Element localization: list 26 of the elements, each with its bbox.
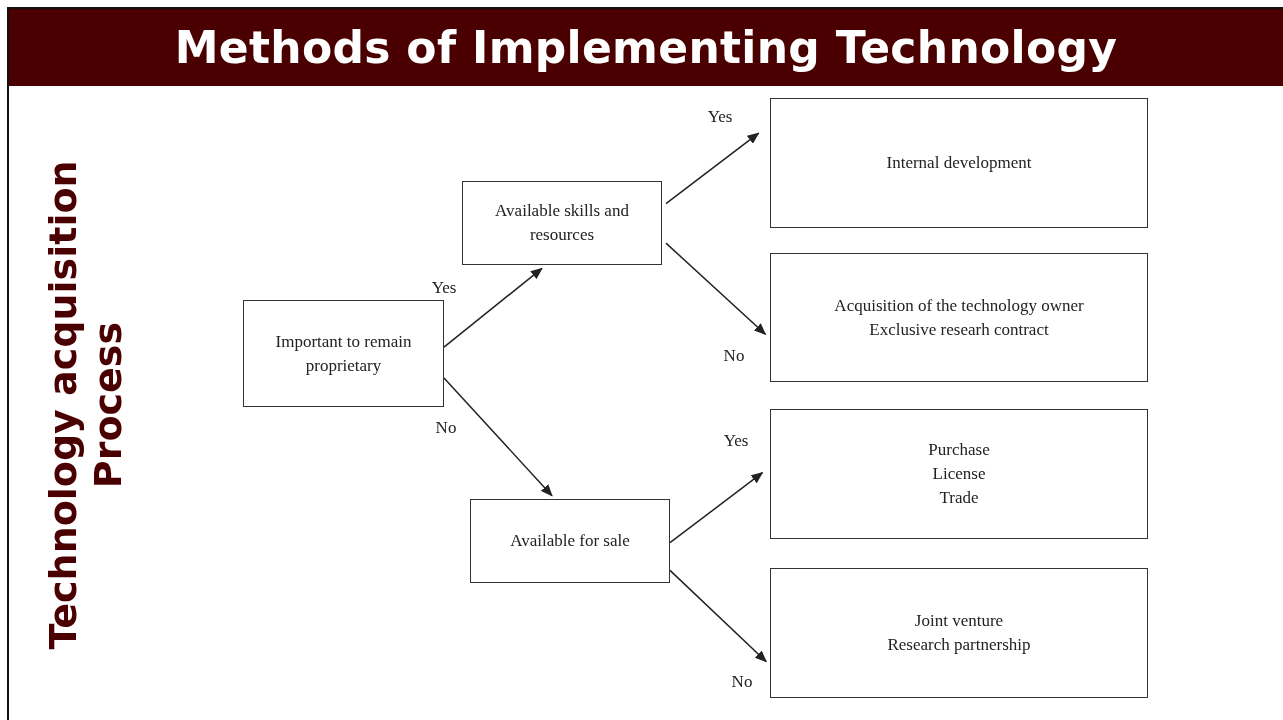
arrow <box>443 267 543 348</box>
arrow <box>669 569 767 663</box>
box-text: Internal development <box>886 152 1032 175</box>
title: Methods of Implementing Technology <box>174 22 1118 73</box>
box-text: Important to remain proprietary <box>274 330 413 377</box>
process-box <box>770 568 1148 698</box>
arrow <box>665 242 767 335</box>
side-heading: Technology acquisition Process <box>41 159 131 652</box>
box-text: Research partnership <box>887 634 1031 656</box>
arrow <box>443 377 553 497</box>
process-box <box>770 253 1148 382</box>
process-box <box>770 98 1148 228</box>
box-text: Exclusive researh contract <box>869 318 1049 341</box>
box-text: Available skills and resources <box>494 200 630 246</box>
box-text: License <box>932 463 986 486</box>
process-box <box>462 181 662 265</box>
box-text: Available for sale <box>510 530 630 553</box>
arrow <box>669 471 764 544</box>
box-text: Purchase <box>928 439 990 462</box>
process-box <box>243 300 444 407</box>
box-text: Joint venture <box>914 610 1004 633</box>
box-text: Acquisition of the technology owner <box>834 294 1084 317</box>
process-box <box>470 499 670 583</box>
box-text: Trade <box>939 486 979 509</box>
arrow <box>665 132 760 205</box>
process-box <box>770 409 1148 539</box>
